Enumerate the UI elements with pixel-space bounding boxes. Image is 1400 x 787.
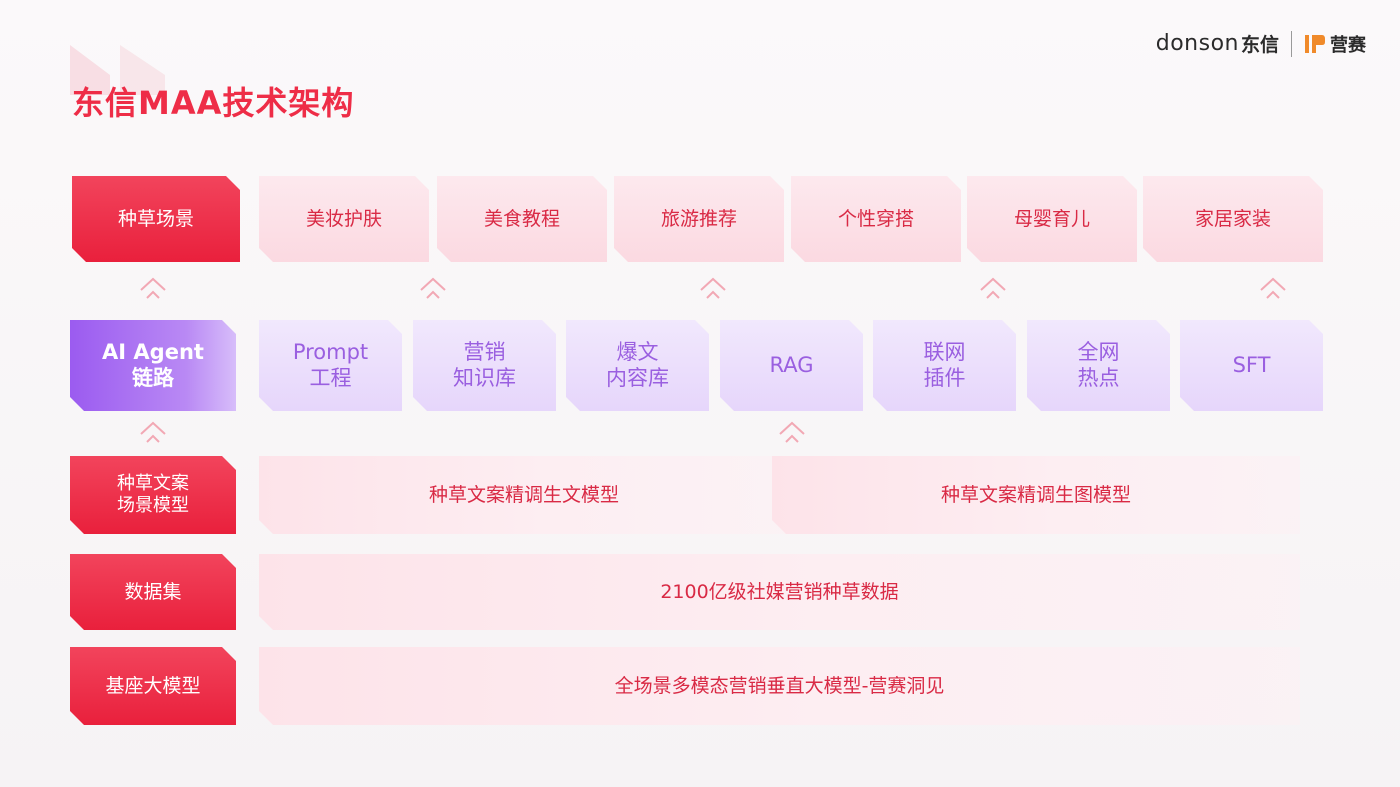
agent-item-line2: 知识库: [453, 365, 516, 390]
model-item-text: 种草文案精调生文模型: [428, 483, 619, 506]
agent-row-label: AI Agent 链路: [70, 320, 236, 411]
up-arrow-icon: [700, 277, 726, 299]
model-row-label: 种草文案 场景模型: [70, 456, 236, 534]
agent-item-line2: 工程: [309, 365, 352, 390]
base-model-content: 全场景多模态营销垂直大模型-营赛洞见: [259, 647, 1300, 725]
up-arrow-icon: [779, 421, 805, 443]
agent-item-line1: RAG: [769, 352, 814, 377]
scene-item-beauty: 美妆护肤: [259, 176, 429, 262]
agent-item-line1: 营销: [463, 340, 506, 365]
scene-item-text: 个性穿搭: [837, 207, 914, 230]
brand-name: donson: [1155, 31, 1239, 56]
scene-item-text: 母婴育儿: [1013, 207, 1090, 230]
dataset-content: 2100亿级社媒营销种草数据: [259, 554, 1300, 630]
agent-item-content: 爆文内容库: [566, 320, 709, 411]
scene-item-text: 家居家装: [1194, 207, 1271, 230]
agent-item-line1: Prompt: [292, 340, 369, 365]
sub-brand-name: 营赛: [1330, 34, 1366, 56]
scene-item-fashion: 个性穿搭: [791, 176, 961, 262]
agent-row-label-line2: 链路: [132, 365, 174, 390]
agent-item-plugin: 联网插件: [873, 320, 1016, 411]
scene-item-food: 美食教程: [437, 176, 607, 262]
up-arrow-icon: [1260, 277, 1286, 299]
agent-item-trending: 全网热点: [1027, 320, 1170, 411]
base-model-content-text: 全场景多模态营销垂直大模型-营赛洞见: [614, 674, 945, 697]
scene-item-text: 美食教程: [483, 207, 560, 230]
agent-item-line1: SFT: [1232, 352, 1271, 377]
dataset-row-label-text: 数据集: [124, 580, 182, 603]
agent-item-rag: RAG: [720, 320, 863, 411]
dataset-content-text: 2100亿级社媒营销种草数据: [660, 580, 899, 603]
agent-item-line2: 插件: [923, 365, 966, 390]
up-arrow-icon: [420, 277, 446, 299]
agent-item-line1: 全网: [1077, 340, 1120, 365]
base-model-row-label-text: 基座大模型: [105, 674, 201, 697]
model-item-text: 种草文案精调生图模型: [940, 483, 1131, 506]
scene-item-text: 旅游推荐: [660, 207, 737, 230]
yingsai-logo-icon: [1305, 34, 1325, 53]
page-title: 东信MAA技术架构: [72, 84, 355, 122]
scene-item-travel: 旅游推荐: [614, 176, 784, 262]
agent-item-line2: 热点: [1077, 365, 1120, 390]
base-model-row-label: 基座大模型: [70, 647, 236, 725]
agent-row-label-line1: AI Agent: [102, 340, 204, 365]
title-decoration: [70, 45, 165, 95]
model-image-generation: 种草文案精调生图模型: [772, 456, 1300, 534]
agent-item-line2: 内容库: [606, 365, 669, 390]
logo-divider: [1291, 30, 1292, 57]
model-row-label-line1: 种草文案: [117, 473, 189, 495]
up-arrow-icon: [140, 277, 166, 299]
model-row-label-line2: 场景模型: [117, 495, 189, 516]
agent-item-sft: SFT: [1180, 320, 1323, 411]
scene-row-label-text: 种草场景: [117, 207, 194, 230]
agent-item-line1: 联网: [923, 340, 966, 365]
dataset-row-label: 数据集: [70, 554, 236, 630]
up-arrow-icon: [980, 277, 1006, 299]
scene-item-home: 家居家装: [1143, 176, 1323, 262]
brand-logo: donson 东信 营赛: [1156, 30, 1366, 57]
scene-row-label: 种草场景: [72, 176, 240, 262]
agent-item-knowledge: 营销知识库: [413, 320, 556, 411]
scene-item-text: 美妆护肤: [305, 207, 382, 230]
scene-item-parenting: 母婴育儿: [967, 176, 1137, 262]
up-arrow-icon: [140, 421, 166, 443]
agent-item-line1: 爆文: [616, 340, 659, 365]
brand-name-cn: 东信: [1240, 34, 1279, 56]
model-text-generation: 种草文案精调生文模型: [259, 456, 789, 534]
